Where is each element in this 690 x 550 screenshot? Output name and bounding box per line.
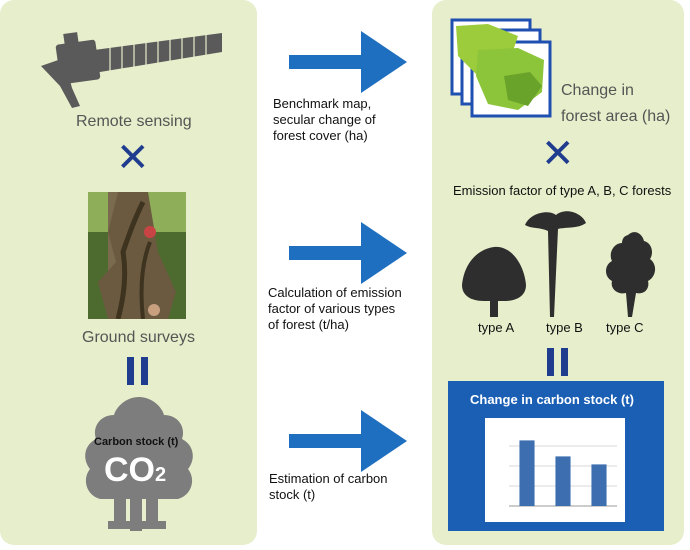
remote-sensing-label: Remote sensing <box>76 113 192 130</box>
arrow-icon-1 <box>289 31 407 93</box>
chart-bar <box>591 464 607 506</box>
co2-subscript: 2 <box>155 464 167 486</box>
type-a-label: type A <box>478 320 515 335</box>
step3-text: Estimation of carbon stock (t) <box>269 471 388 503</box>
step1-line: forest cover (ha) <box>273 128 368 143</box>
co2-tree-icon <box>85 397 193 531</box>
chart-bar <box>519 440 535 506</box>
tree-type-b-icon <box>525 211 586 317</box>
step3-line: stock (t) <box>269 487 316 502</box>
equals-icon-left <box>127 357 155 390</box>
ground-survey-photo <box>88 192 186 319</box>
forest-change-line: forest area (ha) <box>561 108 671 125</box>
tree-types-icons <box>462 211 656 317</box>
tree-type-c-icon <box>606 232 656 317</box>
carbon-stock-caption: Carbon stock (t) <box>94 436 179 448</box>
type-c-label: type C <box>606 320 644 335</box>
step2-line: of forest (t/ha) <box>268 317 349 332</box>
type-b-label: type B <box>546 320 583 335</box>
step2-text: Calculation of emission factor of variou… <box>268 285 402 333</box>
step2-line: Calculation of emission <box>268 285 402 300</box>
multiply-icon-right: ✕ <box>541 132 575 176</box>
satellite-icon <box>41 32 222 108</box>
co2-text: CO <box>104 451 155 489</box>
forest-change-line: Change in <box>561 82 634 99</box>
chart-bar <box>555 456 571 506</box>
step1-line: Benchmark map, <box>273 96 372 111</box>
step2-line: factor of various types <box>268 301 396 316</box>
forest-change-label: Change in forest area (ha) <box>561 78 670 130</box>
forest-map-stack <box>450 18 552 118</box>
carbon-stock-chart <box>485 418 625 522</box>
step1-text: Benchmark map, secular change of forest … <box>273 96 376 144</box>
equals-icon-right <box>547 348 575 381</box>
arrow-icon-2 <box>289 222 407 284</box>
co2-label: CO2 <box>104 450 166 495</box>
step1-line: secular change of <box>273 112 376 127</box>
carbon-stock-title: Change in carbon stock (t) <box>470 392 634 407</box>
arrow-icon-3 <box>289 410 407 472</box>
ground-surveys-label: Ground surveys <box>82 329 195 346</box>
emission-factor-label: Emission factor of type A, B, C forests <box>453 183 672 198</box>
tree-type-a-icon <box>462 246 526 317</box>
multiply-icon: ✕ <box>116 136 150 180</box>
step3-line: Estimation of carbon <box>269 471 388 486</box>
chart-bars <box>519 440 607 506</box>
